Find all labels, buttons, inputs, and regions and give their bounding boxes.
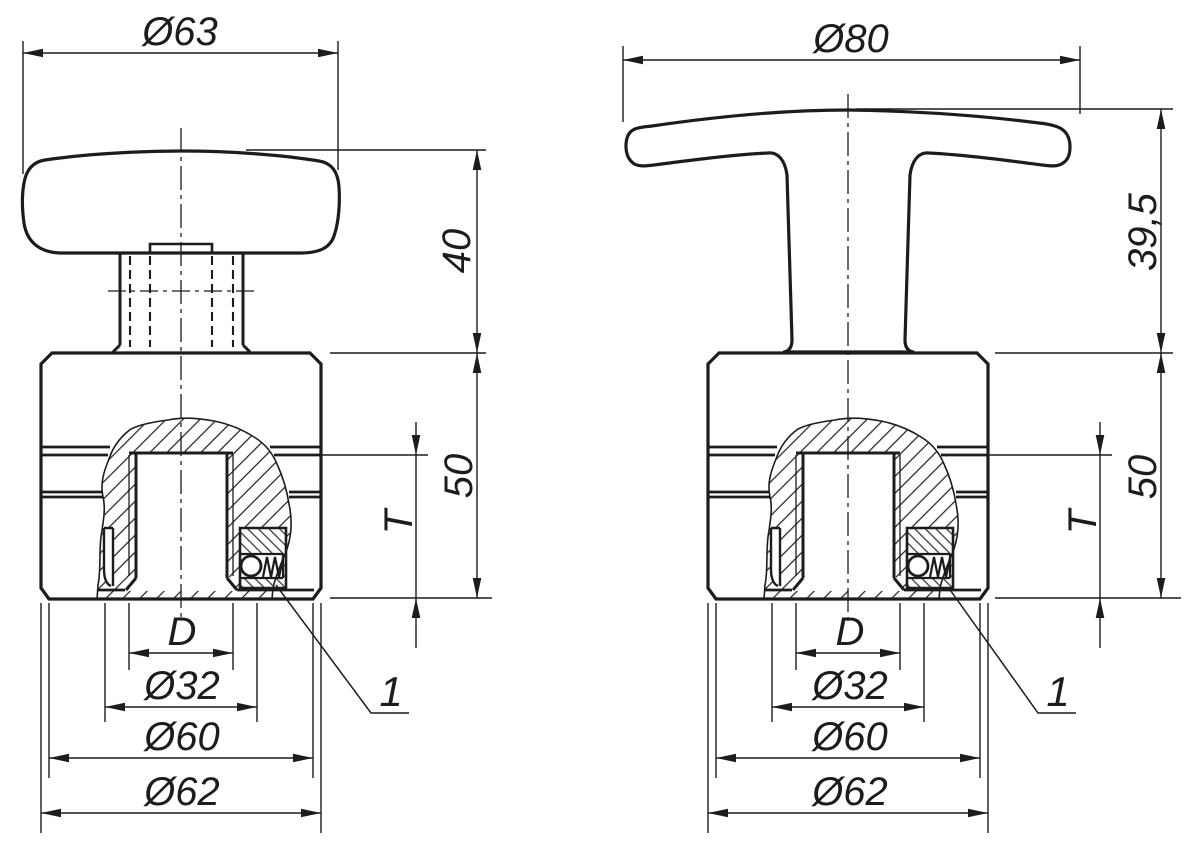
extension-lines — [22, 41, 492, 833]
callout-leader — [947, 586, 1076, 714]
dim-label-body-height-left: 50 — [437, 454, 481, 499]
dim-label-body-height-right: 50 — [1121, 455, 1165, 500]
dim-label-face-diameter-right: Ø60 — [810, 715, 888, 759]
stem-hidden-lines — [128, 256, 235, 347]
stem-outline — [111, 253, 252, 354]
dim-label-head-diameter-left: Ø63 — [140, 10, 218, 54]
dim-label-body-diameter-left: Ø62 — [142, 770, 220, 814]
dim-label-thread-diameter-right: D — [836, 610, 865, 654]
dim-label-grip-height-right: 39,5 — [1121, 192, 1165, 271]
dim-label-thread-depth-right: T — [1061, 507, 1105, 534]
dim-label-face-diameter-left: Ø60 — [142, 715, 220, 759]
dim-label-grip-height-left: 40 — [435, 229, 479, 274]
callout-leader — [275, 584, 409, 714]
dim-label-recess-diameter-left: Ø32 — [142, 664, 220, 708]
dim-label-head-diameter-right: Ø80 — [811, 17, 889, 61]
extension-lines — [622, 46, 1181, 833]
dimension-lines — [623, 59, 1162, 814]
dim-label-thread-diameter-left: D — [168, 610, 197, 654]
callout-label-left: 1 — [379, 668, 402, 715]
dimension-lines — [23, 52, 478, 814]
callout-label-right: 1 — [1046, 668, 1069, 715]
dim-label-recess-diameter-right: Ø32 — [810, 664, 888, 708]
dim-label-thread-depth-left: T — [377, 507, 421, 534]
dim-label-body-diameter-right: Ø62 — [810, 770, 888, 814]
view-mushroom-grip: Ø63 D Ø32 Ø60 Ø62 40 50 T 1 — [20, 10, 492, 833]
view-t-grip: Ø80 D Ø32 Ø60 Ø62 39,5 50 T 1 — [622, 17, 1181, 833]
